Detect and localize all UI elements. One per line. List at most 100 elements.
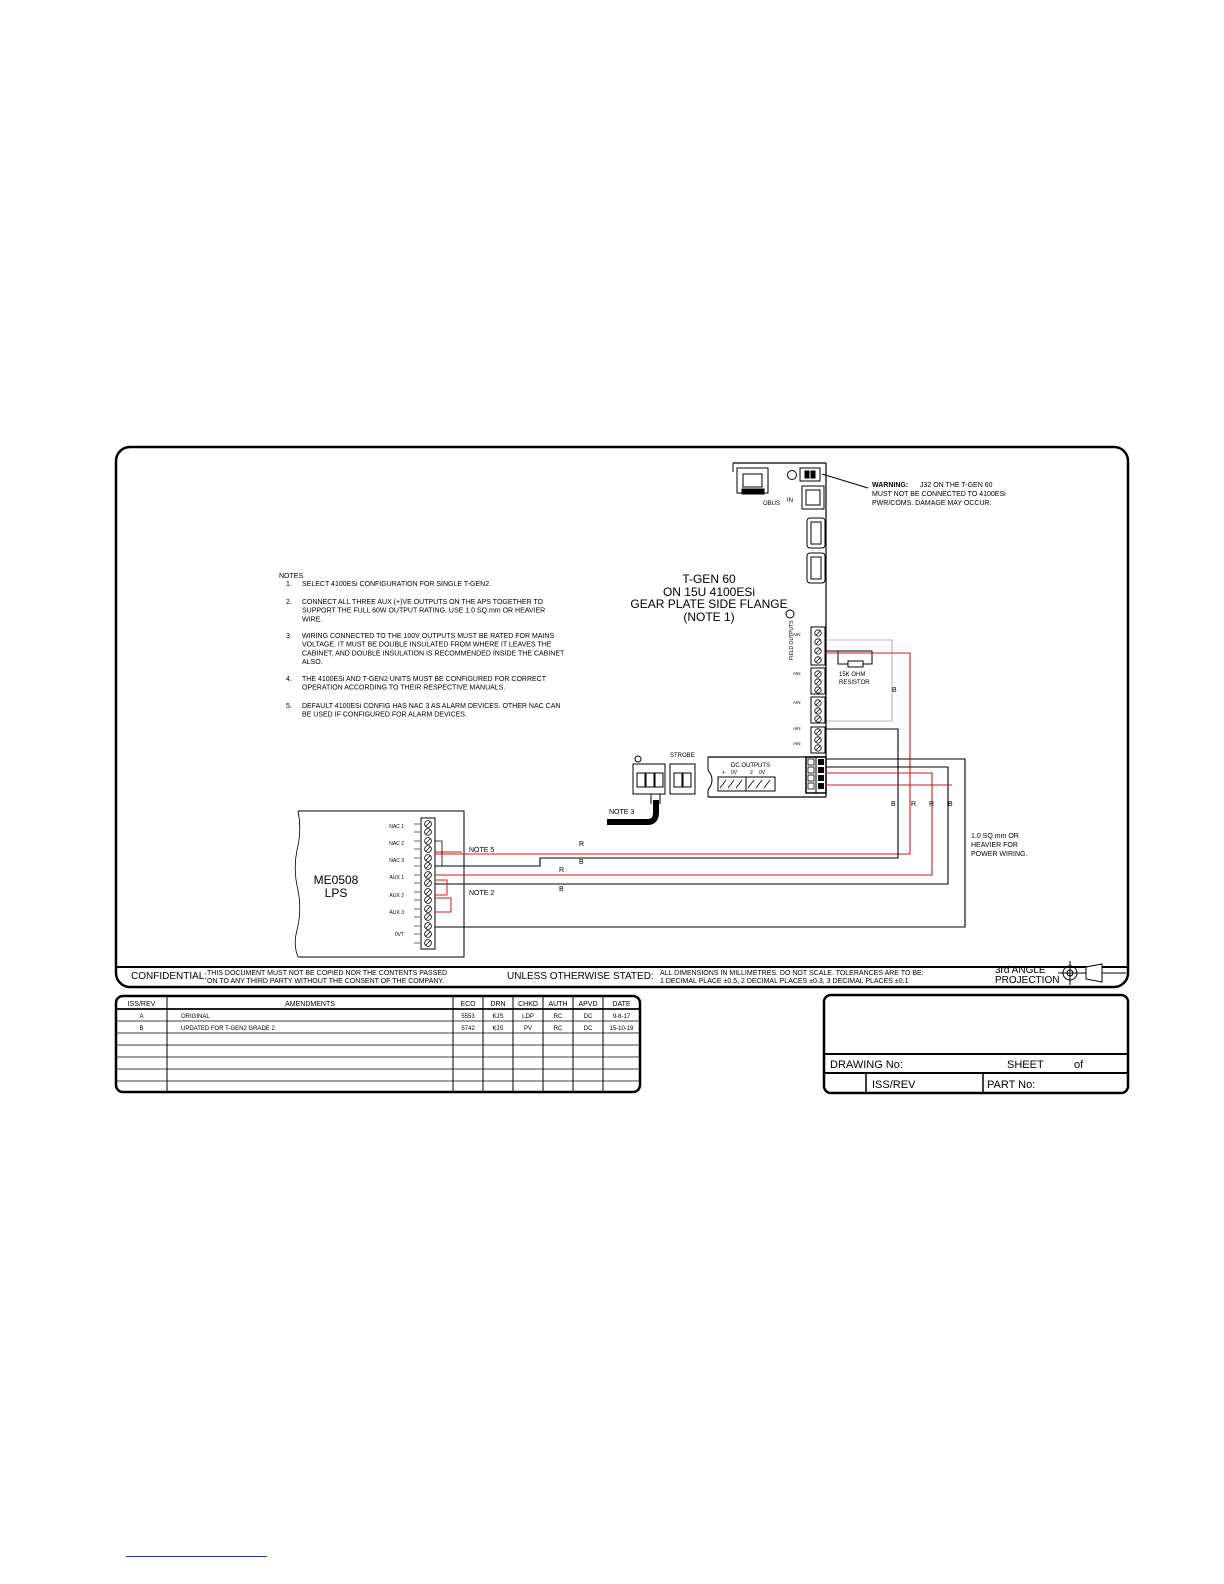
lps-terminal-screw [424,922,432,930]
note-number: 5. [286,703,292,710]
dc-terms: + 0V 2 0V [722,770,766,776]
lps-terminal-slot [425,821,431,827]
lps-terminal-screw [424,888,432,896]
board-title-line-2: ON 15U 4100ESi [663,585,755,599]
dims-line-2: 1 DECIMAL PLACE ±0.5, 2 DECIMAL PLACES ±… [660,978,909,985]
revision-grid [116,996,640,1092]
resistor-label-2: RESISTOR [839,680,870,686]
rev-cell: 15-10-19 [609,1026,634,1032]
lps-terminal-slot [425,829,431,835]
note-line: WIRE. [302,616,322,623]
dc-term-2: 0V [731,770,738,776]
note-number: 2. [286,599,292,606]
wire [435,728,899,867]
terminal-slot [815,657,821,663]
warning-callout: WARNING: J32 ON THE T-GEN 60 MUST NOT BE… [872,482,1006,507]
confidential-label: CONFIDENTIAL: [131,971,207,982]
wire-spec-1: 1.0 SQ.mm OR [971,833,1019,840]
rev-cell: ORIGINAL [181,1014,210,1020]
terminal-screw [814,629,822,637]
resistor-label-1: 15K OHM [839,672,865,678]
terminal-screw [814,647,822,655]
rev-cell: KJS [492,1014,503,1020]
obus-label: OBUS [763,501,780,507]
lps-terminal-label: 0VT [395,932,404,938]
lps-terminal-label: AUX 1 [390,875,405,881]
wire-spec: 1.0 SQ.mm OR HEAVIER FOR POWER WIRING. [971,833,1027,858]
note2-label: NOTE 2 [469,890,494,897]
terminal-slot [815,648,821,654]
relay-terminal [807,758,815,766]
lps-terminal-label: NAC 2 [389,841,404,847]
wire [435,766,949,885]
note-number: 1. [286,581,292,588]
warning-leader [821,473,869,489]
rev-cell: RC [554,1026,563,1032]
rev-header: ISS/REV [128,1001,156,1008]
rev-header: DRN [490,1001,505,1008]
wire-letter: R [559,867,564,874]
angle-line-1: 3rd ANGLE [995,965,1046,976]
lps-terminal-slot [425,880,431,886]
terminal-slot [815,630,821,636]
terminal-slot [815,708,821,714]
terminal-slot [815,700,821,706]
lps-terminal-screw [424,862,432,870]
note-line: WIRING CONNECTED TO THE 100V OUTPUTS MUS… [302,633,554,640]
note-line: BE USED IF CONFIGURED FOR ALARM DEVICES. [302,712,467,719]
terminal-slot [815,716,821,722]
confidential-line-2: ON TO ANY THIRD PARTY WITHOUT THE CONSEN… [207,978,444,985]
mounting-hole [787,470,797,480]
dc-terminal-mark [735,779,743,789]
nac-jumper [435,840,443,866]
dims-line-1: ALL DIMENSIONS IN MILLIMETRES. DO NOT SC… [660,970,924,977]
board-title: T-GEN 60 ON 15U 4100ESi GEAR PLATE SIDE … [630,572,787,624]
terminal-screw [814,699,822,707]
lps-name-2: LPS [325,886,348,900]
note-line: OPERATION ACCORDING TO THEIR RESPECTIVE … [302,685,505,692]
rev-cell: 5553 [461,1014,475,1020]
warning-line-2: MUST NOT BE CONNECTED TO 4100ESi [872,491,1006,498]
strobe-label: STROBE [670,753,695,759]
wire [435,772,933,876]
note-line: CABINET, AND DOUBLE INSULATION IS RECOMM… [302,650,565,657]
note5-label: NOTE 5 [469,847,494,854]
board-title-line-1: T-GEN 60 [682,572,736,586]
resistor-15k [825,639,893,722]
board-term-label: AIN [793,741,801,746]
rev-cell: 5742 [461,1026,475,1032]
lps-terminal-label: NAC 1 [389,824,404,830]
lps-terminal-screw [424,871,432,879]
terminal-screw [814,707,822,715]
terminal-screw [814,638,822,646]
note-line: SELECT 4100ESi CONFIGURATION FOR SINGLE … [302,581,491,588]
wire-letter: B [891,801,896,808]
relay-terminal [818,775,824,781]
in-label: IN [787,498,793,504]
terminal-slot [815,679,821,685]
note-line: THE 4100ESi AND T-GEN2 UNITS MUST BE CON… [302,676,547,683]
strobe-connectors [632,755,696,795]
lps-terminal-screw [424,828,432,836]
board-terminal-circles [807,629,824,790]
dc-terminal-mark [727,779,735,789]
terminal-screw [814,670,822,678]
note3-cable [607,800,659,825]
lps-terminal-slot [425,931,431,937]
lps-terminal-screw [424,939,432,947]
warning-line-3: PWR/COMS. DAMAGE MAY OCCUR. [872,500,992,507]
lps-terminal-slot [425,940,431,946]
board-term-label: AIN [793,632,801,637]
dc-term-4: 0V [759,770,766,776]
lps-terminal-label: NAC 3 [389,858,404,864]
wire [435,652,911,855]
terminal-slot [815,639,821,645]
lps-terminal-screw [424,837,432,845]
lps-terminal-slot [425,872,431,878]
lps-terminal-screw [424,930,432,938]
relay-terminal [807,782,815,790]
